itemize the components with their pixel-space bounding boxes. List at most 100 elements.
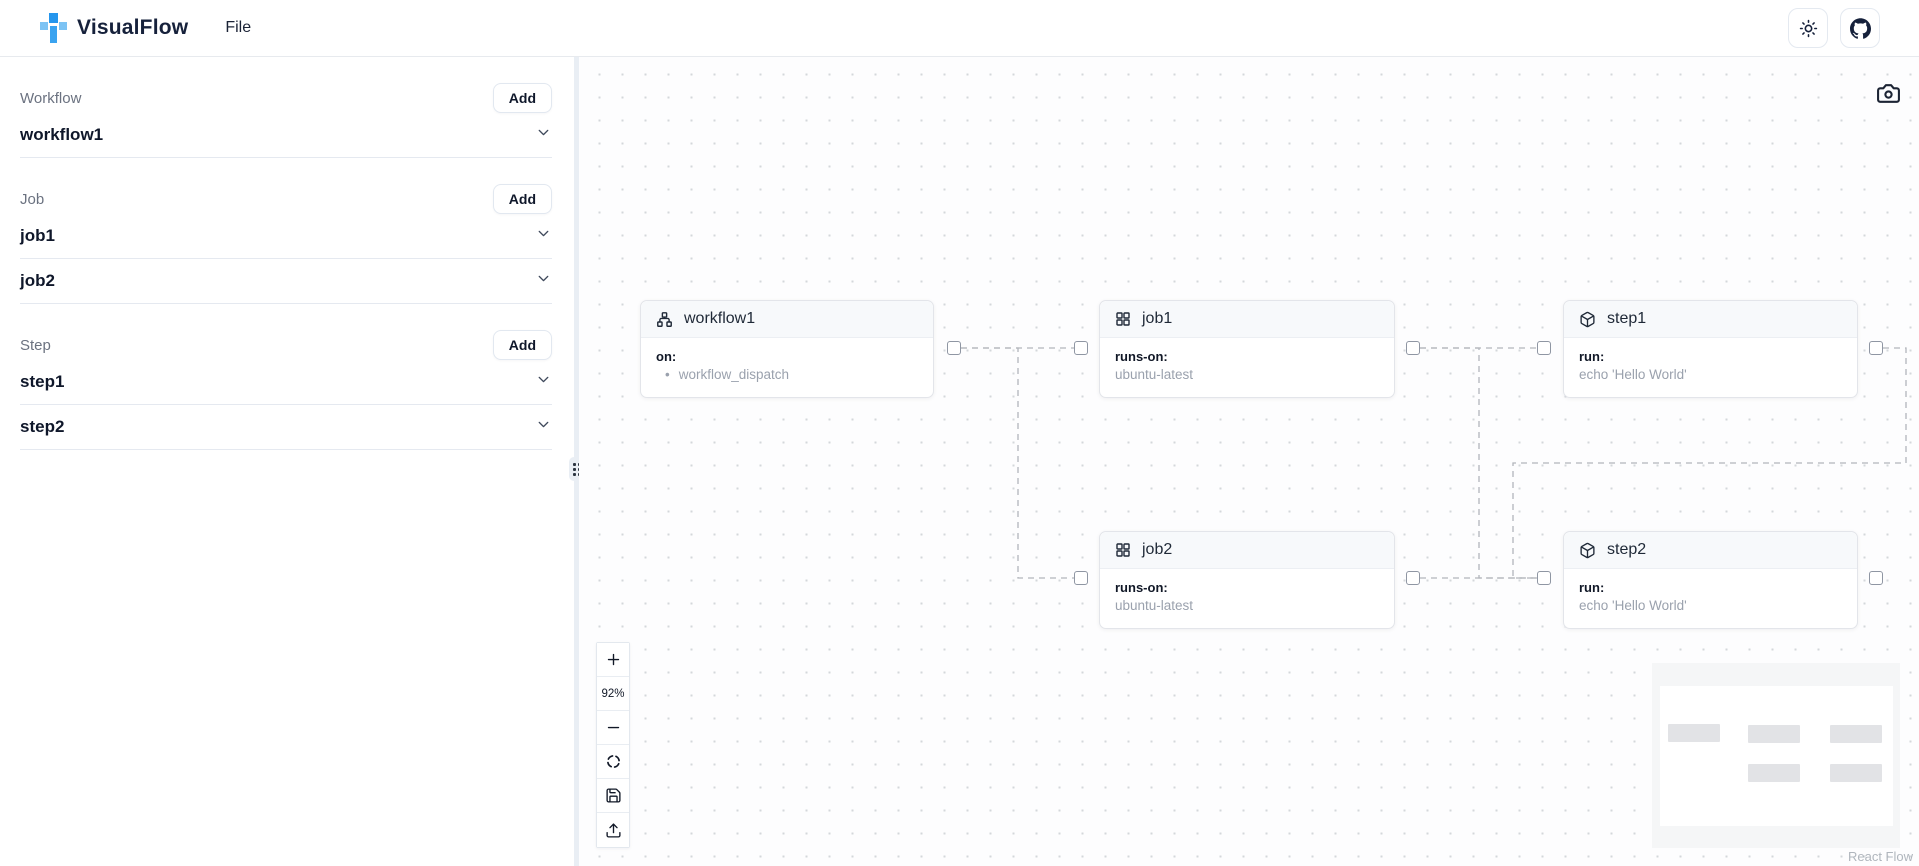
canvas-controls: 92% — [596, 642, 630, 848]
theme-toggle-button[interactable] — [1788, 8, 1828, 48]
edge-layer — [961, 347, 1907, 579]
node-field-key: runs-on: — [1115, 349, 1168, 364]
minimap[interactable] — [1652, 663, 1900, 848]
zoom-out-button[interactable] — [597, 711, 629, 745]
sidebar-item-label: workflow1 — [20, 125, 104, 144]
grid-icon — [1115, 311, 1131, 327]
brand: VisualFlow — [40, 13, 188, 43]
react-flow-attribution: React Flow — [1847, 849, 1913, 864]
visualflow-logo-icon — [40, 13, 67, 43]
connection-handle-step1-source[interactable] — [1869, 341, 1883, 355]
connection-handle-job1-target[interactable] — [1074, 341, 1088, 355]
workflow-icon — [656, 311, 673, 328]
node-body: runs-on: ubuntu-latest — [1100, 338, 1394, 397]
connection-handle-job1-source[interactable] — [1406, 341, 1420, 355]
node-field-value: echo 'Hello World' — [1579, 598, 1687, 613]
node-body: runs-on: ubuntu-latest — [1100, 569, 1394, 628]
sidebar-item-step2[interactable]: step2 — [20, 405, 552, 450]
node-header: job1 — [1100, 301, 1394, 338]
top-navbar: VisualFlow File — [0, 0, 1919, 57]
sidebar-item-job2[interactable]: job2 — [20, 259, 552, 304]
github-button[interactable] — [1840, 8, 1880, 48]
sidebar-section-workflow: Workflow Add workflow1 — [20, 83, 552, 158]
node-field-key: runs-on: — [1115, 580, 1168, 595]
grid-icon — [1115, 542, 1131, 558]
connection-handle-job2-source[interactable] — [1406, 571, 1420, 585]
node-title: job2 — [1142, 541, 1173, 558]
edge-job1-to-step2[interactable] — [1420, 347, 1537, 579]
add-workflow-button[interactable]: Add — [492, 83, 552, 113]
chevron-down-icon[interactable] — [535, 270, 552, 292]
upload-button[interactable] — [597, 813, 629, 847]
minimap-node-workflow1 — [1668, 724, 1720, 742]
minimap-node-job1 — [1748, 725, 1800, 743]
upload-icon — [605, 822, 621, 838]
minimap-node-step1 — [1830, 725, 1882, 743]
node-field-value: ubuntu-latest — [1115, 598, 1194, 613]
node-header: step1 — [1564, 301, 1857, 338]
section-label: Step — [20, 336, 51, 354]
zoom-level-indicator: 92% — [597, 677, 629, 711]
fit-view-button[interactable] — [597, 745, 629, 779]
minimap-node-job2 — [1748, 764, 1800, 782]
node-field-key: run: — [1579, 580, 1605, 595]
chevron-down-icon[interactable] — [535, 416, 552, 438]
node-title: step2 — [1607, 541, 1647, 558]
connection-handle-step2-target[interactable] — [1537, 571, 1551, 585]
flow-canvas[interactable]: 92% — [579, 57, 1919, 866]
node-header: job2 — [1100, 532, 1394, 569]
zoom-level-label: 92% — [601, 687, 625, 700]
sidebar-item-job1[interactable]: job1 — [20, 214, 552, 259]
chevron-down-icon[interactable] — [535, 225, 552, 247]
edge-step1-to-step2[interactable] — [1512, 347, 1907, 579]
sidebar-item-label: job1 — [20, 226, 55, 245]
sidebar-item-workflow1[interactable]: workflow1 — [20, 113, 552, 158]
chevron-down-icon[interactable] — [535, 371, 552, 393]
screenshot-button[interactable] — [1873, 78, 1903, 108]
node-title: workflow1 — [684, 310, 756, 327]
connection-handle-job2-target[interactable] — [1074, 571, 1088, 585]
minimap-node-step2 — [1830, 764, 1882, 782]
menu-file[interactable]: File — [225, 19, 252, 36]
app-title: VisualFlow — [77, 16, 189, 39]
node-header: step2 — [1564, 532, 1857, 569]
node-job1[interactable]: job1 runs-on: ubuntu-latest — [1099, 300, 1395, 398]
connection-handle-step2-source[interactable] — [1869, 571, 1883, 585]
add-step-button[interactable]: Add — [492, 330, 552, 360]
plus-icon — [607, 653, 619, 666]
box-icon — [1579, 542, 1596, 559]
github-icon — [1849, 17, 1871, 39]
zoom-in-button[interactable] — [597, 643, 629, 677]
node-header: workflow1 — [641, 301, 933, 338]
fit-view-icon — [606, 754, 620, 769]
connection-handle-step1-target[interactable] — [1537, 341, 1551, 355]
minimap-viewport — [1660, 686, 1893, 826]
sun-icon — [1799, 19, 1817, 37]
sidebar-item-label: step2 — [20, 417, 65, 436]
sidebar-item-step1[interactable]: step1 — [20, 360, 552, 405]
node-body: run: echo 'Hello World' — [1564, 569, 1857, 628]
node-field-value: echo 'Hello World' — [1579, 367, 1687, 382]
save-icon — [605, 788, 621, 803]
node-field-value: ubuntu-latest — [1115, 367, 1194, 382]
node-step1[interactable]: step1 run: echo 'Hello World' — [1563, 300, 1858, 398]
edge-workflow1-to-job2[interactable] — [961, 347, 1074, 579]
sidebar-item-label: job2 — [20, 271, 55, 290]
node-step2[interactable]: step2 run: echo 'Hello World' — [1563, 531, 1858, 629]
node-job2[interactable]: job2 runs-on: ubuntu-latest — [1099, 531, 1395, 629]
add-job-button[interactable]: Add — [492, 184, 552, 214]
node-title: job1 — [1142, 310, 1173, 327]
box-icon — [1579, 311, 1596, 328]
save-button[interactable] — [597, 779, 629, 813]
section-label: Workflow — [20, 89, 82, 107]
node-body: run: echo 'Hello World' — [1564, 338, 1857, 397]
connection-handle-workflow1-source[interactable] — [947, 341, 961, 355]
sidebar-item-label: step1 — [20, 372, 65, 391]
chevron-down-icon[interactable] — [535, 124, 552, 146]
sidebar-section-step: Step Add step1 step2 — [20, 330, 552, 450]
minus-icon — [607, 726, 619, 729]
node-field-key: run: — [1579, 349, 1605, 364]
